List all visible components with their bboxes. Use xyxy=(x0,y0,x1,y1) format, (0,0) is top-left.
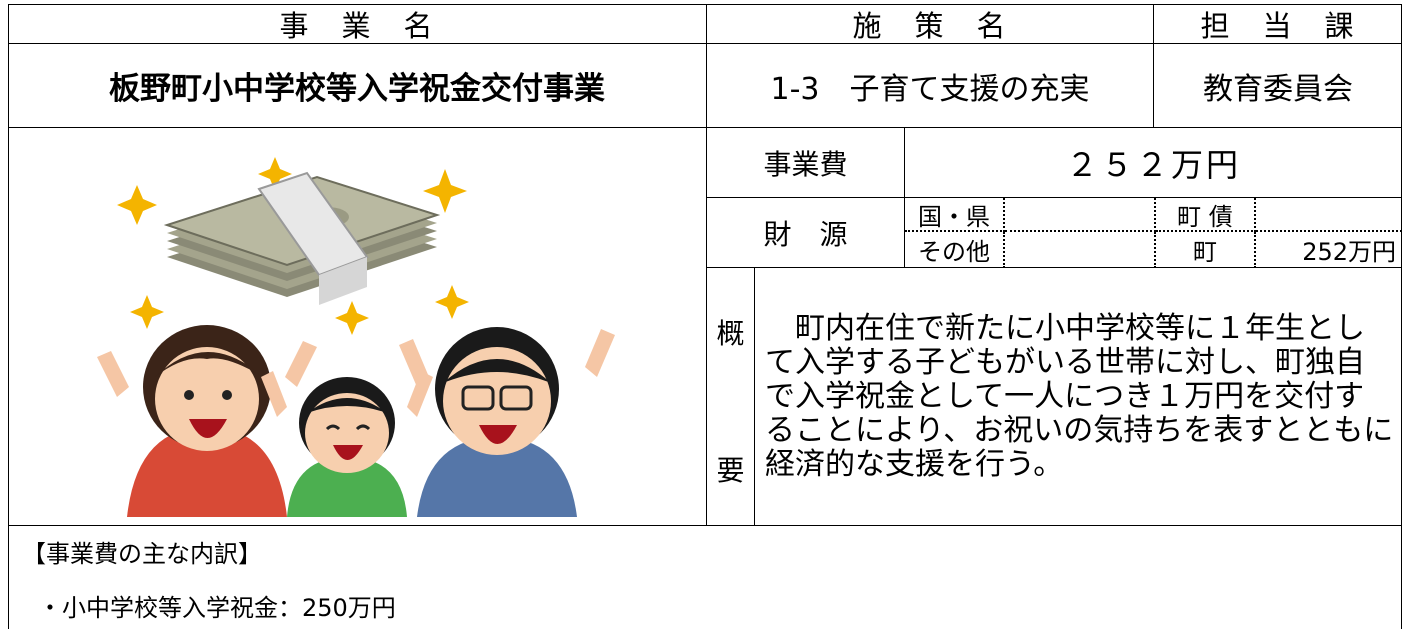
project-name-cell: 板野町小中学校等入学祝金交付事業 xyxy=(8,44,707,128)
child-figure xyxy=(261,370,433,517)
budget-value-cell: ２５２万円 xyxy=(905,128,1402,198)
funding-sonota-label: その他 xyxy=(918,238,990,266)
policy-name: 1-3 子育て支援の充実 xyxy=(770,71,1090,107)
mother-figure xyxy=(97,324,317,517)
summary-label-top: 概 xyxy=(716,317,745,350)
header-department: 担 当 課 xyxy=(1154,4,1402,44)
sparkle-icons xyxy=(117,156,469,335)
budget-value: ２５２万円 xyxy=(1065,145,1241,184)
family-celebrating-money-illustration xyxy=(97,156,615,517)
father-figure xyxy=(399,326,615,517)
banknote-stack-icon xyxy=(163,171,441,305)
breakdown-section: 【事業費の主な内訳】 ・小中学校等入学祝金：250万円 xyxy=(8,526,1402,629)
header-project-name-label: 事 業 名 xyxy=(279,8,435,43)
funding-chosai-value-cell xyxy=(1256,198,1402,232)
funding-chosai-label: 町 債 xyxy=(1177,202,1233,231)
funding-sonota-label-cell: その他 xyxy=(905,232,1005,268)
budget-label-cell: 事業費 xyxy=(707,128,905,198)
funding-label: 財 源 xyxy=(763,217,848,251)
budget-label: 事業費 xyxy=(763,147,848,181)
project-name: 板野町小中学校等入学祝金交付事業 xyxy=(109,71,605,107)
funding-kuni-ken-value-cell xyxy=(1005,198,1156,232)
funding-sonota-value-cell xyxy=(1005,232,1156,268)
project-sheet: 事 業 名 施 策 名 担 当 課 板野町小中学校等入学祝金交付事業 1-3 子… xyxy=(8,4,1402,629)
department-name: 教育委員会 xyxy=(1203,71,1353,107)
summary-text-cell: 町内在住で新たに小中学校等に１年生として入学する子どもがいる世帯に対し、町独自で… xyxy=(755,268,1402,526)
funding-cho-label-cell: 町 xyxy=(1156,232,1256,268)
funding-kuni-ken-label: 国・県 xyxy=(918,202,990,231)
funding-label-cell: 財 源 xyxy=(707,198,905,268)
funding-cho-value-cell: 252万円 xyxy=(1256,232,1402,268)
summary-label-bottom: 要 xyxy=(716,454,745,487)
summary-text: 町内在住で新たに小中学校等に１年生として入学する子どもがいる世帯に対し、町独自で… xyxy=(765,311,1394,482)
policy-name-cell: 1-3 子育て支援の充実 xyxy=(707,44,1154,128)
breakdown-heading: 【事業費の主な内訳】 xyxy=(22,540,262,568)
summary-label-cell: 概 要 xyxy=(707,268,755,526)
header-policy-name: 施 策 名 xyxy=(707,4,1154,44)
funding-cho-label: 町 xyxy=(1193,238,1217,266)
header-project-name: 事 業 名 xyxy=(8,4,707,44)
department-cell: 教育委員会 xyxy=(1154,44,1402,128)
illustration-cell xyxy=(8,128,707,526)
funding-cho-value: 252万円 xyxy=(1302,238,1396,266)
funding-chosai-label-cell: 町 債 xyxy=(1156,198,1256,232)
header-policy-name-label: 施 策 名 xyxy=(852,8,1008,43)
breakdown-item: ・小中学校等入学祝金：250万円 xyxy=(38,594,396,622)
funding-kuni-ken-label-cell: 国・県 xyxy=(905,198,1005,232)
header-department-label: 担 当 課 xyxy=(1200,8,1356,43)
